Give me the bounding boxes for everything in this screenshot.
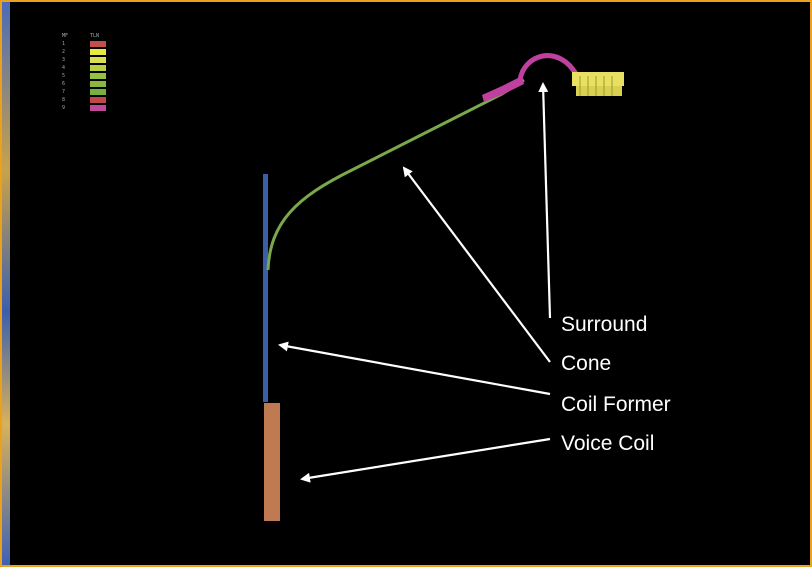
legend-row-index: 4 [62,65,66,71]
voice-coil-label: Voice Coil [561,432,654,455]
legend-swatch [90,57,106,63]
legend-row: 3 [62,56,106,64]
legend-swatch [90,105,106,111]
voice-coil-shape [264,403,280,521]
legend-swatch [90,73,106,79]
legend-row: 7 [62,88,106,96]
legend-row-index: 8 [62,97,66,103]
legend-header: MF TLN [62,32,106,40]
cone-shape [266,78,525,271]
basket-flange-shape [572,72,624,96]
legend-row: 4 [62,64,106,72]
legend-row: 8 [62,96,106,104]
surround-arrow [538,82,552,319]
legend-row: 1 [62,40,106,48]
legend-row: 2 [62,48,106,56]
legend-row-index: 9 [62,105,66,111]
legend-row-index: 5 [62,73,66,79]
legend-row: 9 [62,104,106,112]
legend-swatch [90,49,106,55]
legend-swatch [90,81,106,87]
legend-swatch [90,89,106,95]
voice-coil-arrow [300,437,551,483]
legend-swatch [90,41,106,47]
legend-row-index: 6 [62,81,66,87]
coil-former-arrow [278,341,551,396]
legend-swatch [90,97,106,103]
legend-row-index: 3 [62,57,66,63]
color-legend: MF TLN 1 2 3 4 5 6 7 8 9 [62,32,106,112]
surround-shape [517,53,579,81]
background-strip [2,2,10,565]
legend-rows: 1 2 3 4 5 6 7 8 9 [62,40,106,112]
legend-row-index: 2 [62,49,66,55]
legend-row: 5 [62,72,106,80]
coil-former-label: Coil Former [561,393,671,416]
surround-label: Surround [561,313,647,336]
cone-edge-shape [482,76,524,102]
legend-swatch [90,65,106,71]
coil-former-shape [263,174,268,402]
cone-arrow [402,166,551,363]
legend-row-index: 7 [62,89,66,95]
legend-header-left: MF [62,33,69,39]
legend-header-right: TLN [90,33,100,39]
legend-row-index: 1 [62,41,66,47]
cone-label: Cone [561,352,611,375]
legend-row: 6 [62,80,106,88]
